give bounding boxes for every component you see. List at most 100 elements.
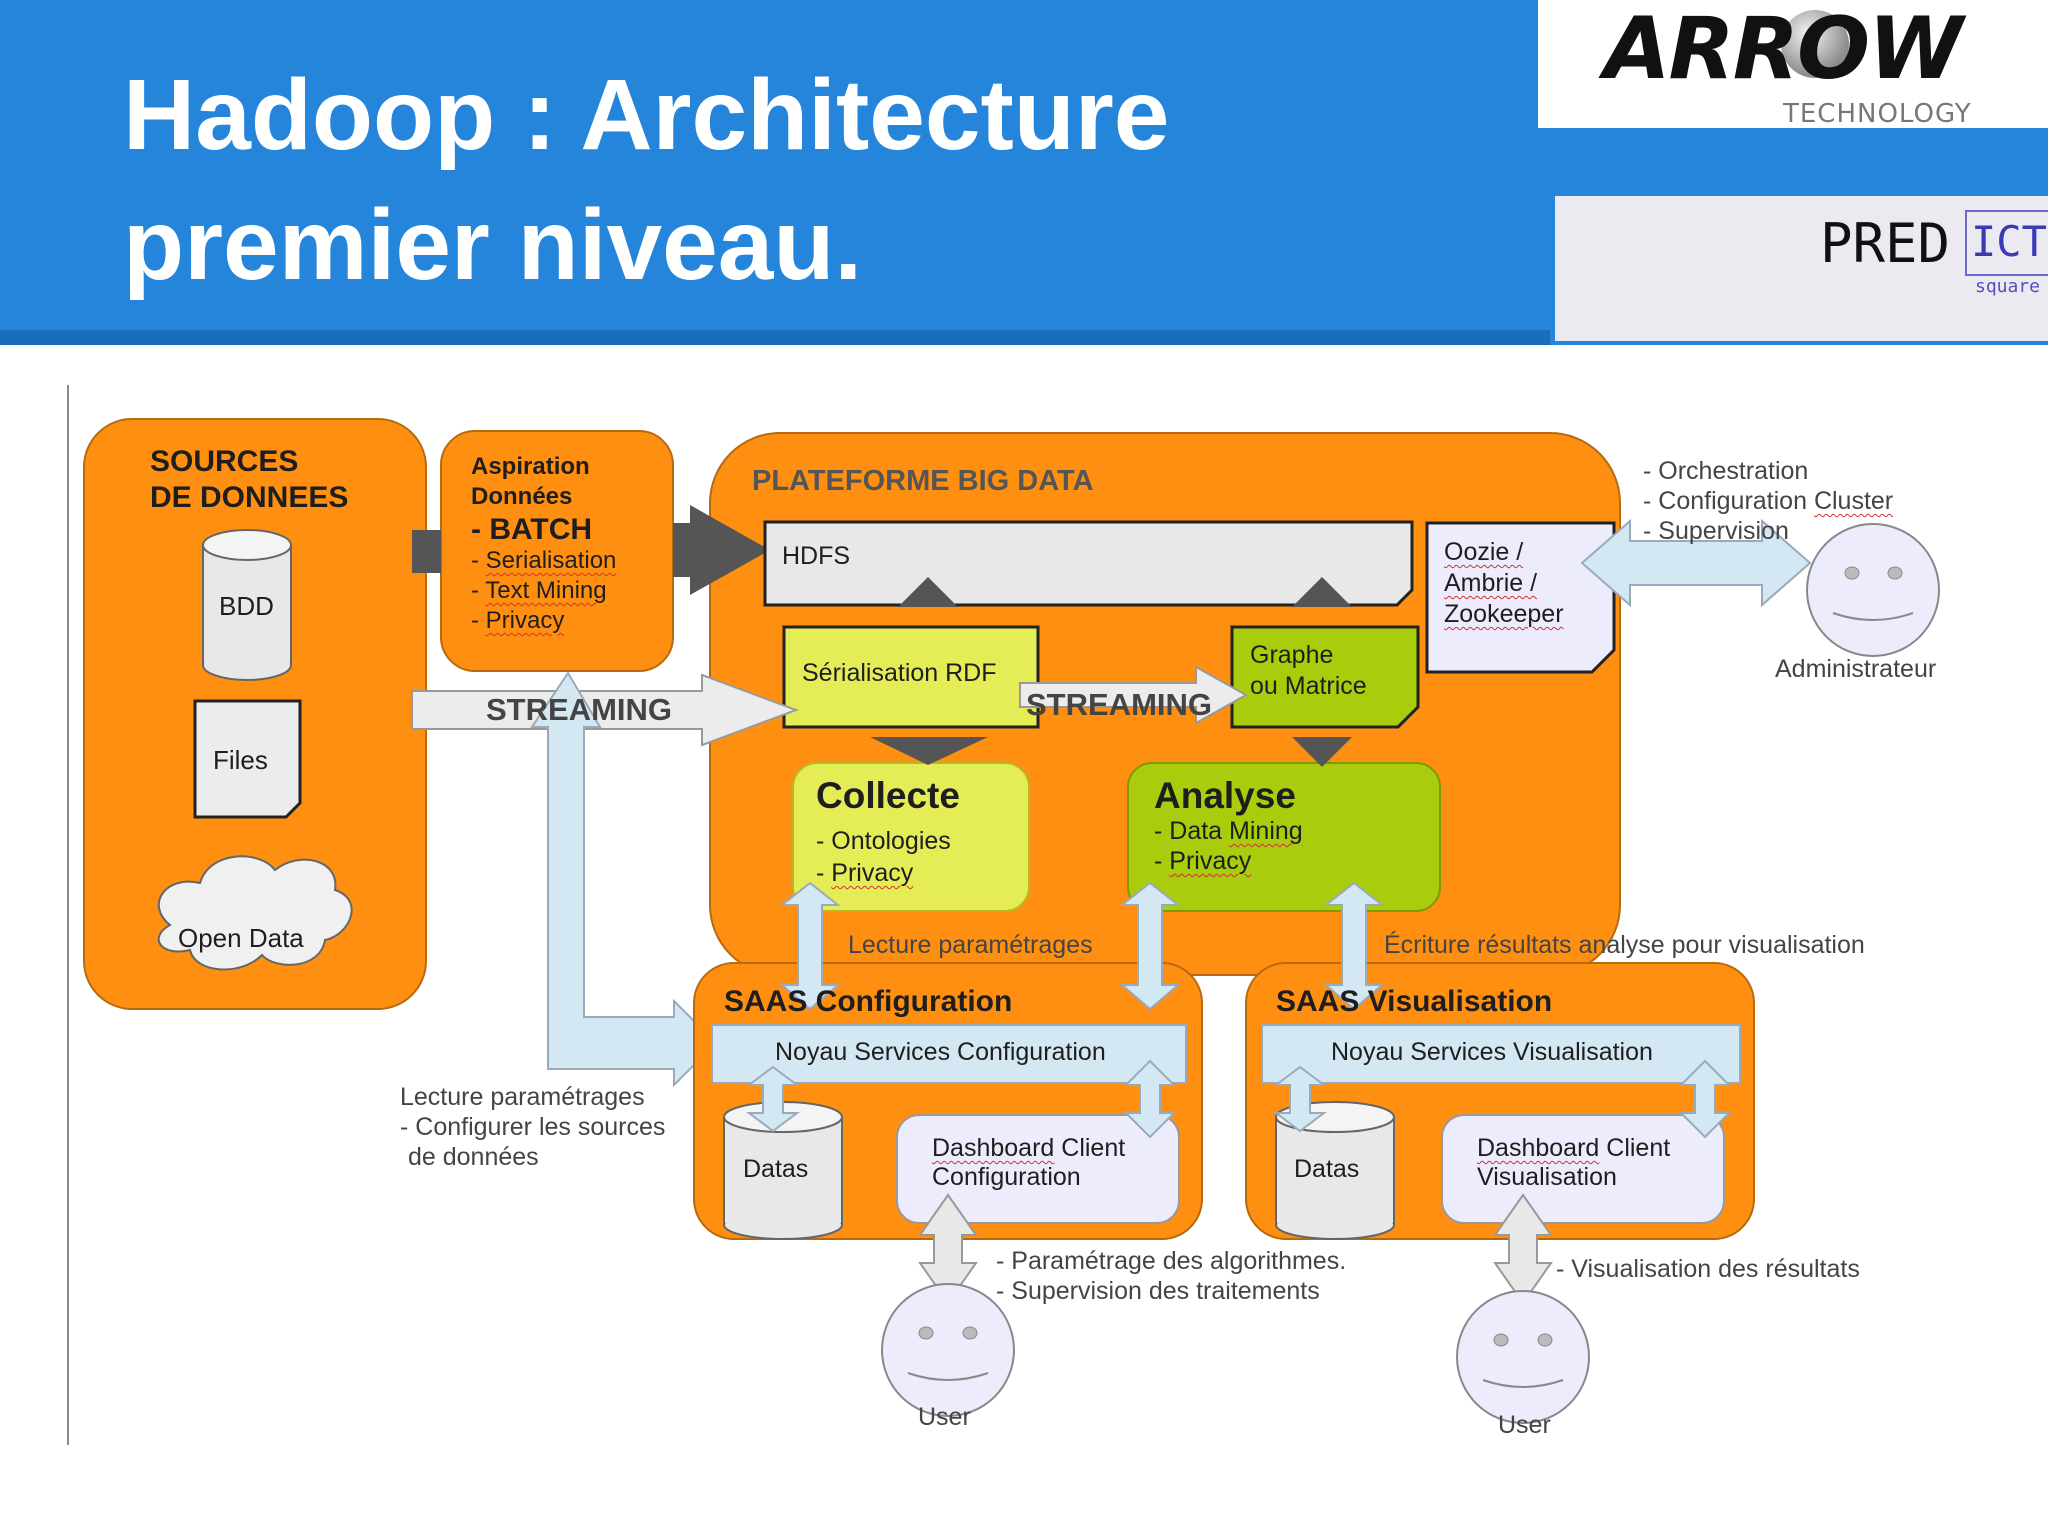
saas-config-title: SAAS Configuration [724, 985, 1013, 1018]
left-note-donnees: de données [408, 1143, 539, 1171]
aspiration-title-line-2: Données [471, 483, 573, 510]
graphe-label-line-1: Graphe [1250, 641, 1334, 669]
plateforme-title: PLATEFORME BIG DATA [752, 465, 1094, 497]
config-user-note-1: - Paramétrage des algorithmes. [996, 1247, 1347, 1275]
oozie-label-line-2: Ambrie / [1444, 569, 1538, 597]
predict-logo-text: PRED [1820, 212, 1951, 275]
diagram-shapes [67, 385, 1940, 1445]
sources-title-line-2: DE DONNEES [150, 481, 349, 514]
saas-visu-title: SAAS Visualisation [1276, 985, 1553, 1018]
analyse-visu-arrow [1323, 881, 1385, 1011]
batch-label: - BATCH [471, 513, 593, 546]
slide-title-line-1: Hadoop : Architecture [123, 59, 1170, 171]
predict-logo-ict: ICT [1965, 210, 2048, 276]
collecte-box [792, 762, 1030, 912]
dashboard-user-visu-arrow [1493, 1193, 1553, 1305]
user-config-label: User [918, 1403, 971, 1431]
arrow-logo-ball [1781, 10, 1849, 78]
hdfs-rdf-arrow-up [898, 577, 958, 607]
oozie-label-line-1: Oozie / [1444, 538, 1524, 566]
noyau-dashboard-config-arrow [1123, 1059, 1177, 1139]
user-visu-avatar [1456, 1290, 1590, 1424]
config-user-note-2: - Supervision des traitements [996, 1277, 1320, 1305]
analyse-title: Analyse [1154, 775, 1296, 816]
streaming-label-inner: STREAMING [1026, 687, 1212, 722]
bdd-label: BDD [219, 591, 274, 621]
visu-user-note-1: - Visualisation des résultats [1556, 1255, 1860, 1283]
noyau-config-label: Noyau Services Configuration [775, 1038, 1106, 1066]
sources-title-line-1: SOURCES [150, 445, 299, 478]
noyau-visu-label: Noyau Services Visualisation [1331, 1038, 1653, 1066]
hdfs-graphe-arrow-up [1292, 577, 1352, 607]
cloud-icon [157, 855, 353, 971]
left-config-arrow [530, 671, 718, 1088]
administrator-avatar [1806, 523, 1940, 657]
dashboard-config-box [896, 1114, 1180, 1224]
datas-visu-cylinder [1275, 1101, 1395, 1240]
collecte-item-privacy: - Privacy [816, 859, 914, 887]
aspiration-item-text-mining: - Text Mining [471, 577, 607, 604]
dashboard-user-config-arrow [918, 1193, 978, 1305]
analyse-item-privacy: - Privacy [1154, 847, 1252, 875]
aspiration-item-privacy: - Privacy [471, 607, 565, 634]
graphe-analyse-arrow-down [1292, 737, 1352, 767]
lecture-parametrages-label: Lecture paramétrages [848, 931, 1093, 959]
architecture-diagram: SOURCES DE DONNEES BDD Files Open Data A… [0, 345, 2048, 1536]
noyau-config-box [711, 1024, 1187, 1084]
slide-title-line-2: premier niveau. [123, 189, 863, 301]
admin-note-configuration: - Configuration Cluster [1643, 487, 1894, 515]
database-icon [202, 529, 292, 681]
analyse-item-data-mining: - Data Mining [1154, 817, 1303, 845]
rdf-box [782, 625, 1040, 729]
rdf-collecte-arrow-down [870, 737, 988, 765]
admin-note-supervision: - Supervision [1643, 517, 1789, 545]
noyau-datas-visu-arrow [1273, 1065, 1327, 1133]
noyau-datas-config-arrow [746, 1065, 800, 1133]
analyse-box [1127, 762, 1441, 912]
arrow-logo-graphic: ARROW TECHNOLOGY [1598, 0, 1972, 129]
streaming-label-main: STREAMING [486, 692, 672, 727]
dashboard-config-label-line-2: Configuration [932, 1163, 1081, 1191]
rdf-label: Sérialisation RDF [802, 659, 997, 687]
arrow-logo-text: ARROW [1598, 0, 1967, 99]
oozie-box [1425, 521, 1616, 674]
open-data-label: Open Data [178, 923, 304, 953]
noyau-dashboard-visu-arrow [1678, 1059, 1732, 1139]
files-document-icon [193, 699, 302, 819]
oozie-label-line-3: Zookeeper [1444, 600, 1564, 628]
header-shadow-bar [0, 330, 1550, 345]
hdfs-label: HDFS [782, 542, 851, 570]
sources-to-aspiration-arrow [412, 530, 441, 573]
files-label: Files [213, 745, 268, 775]
streaming-arrow-inner [1019, 665, 1249, 725]
collecte-item-ontologies: - Ontologies [816, 827, 951, 855]
left-note-lecture: Lecture paramétrages [400, 1083, 645, 1111]
dashboard-visu-box [1441, 1114, 1725, 1224]
administrator-label: Administrateur [1775, 655, 1937, 683]
analyse-config-arrow [1119, 881, 1181, 1011]
streaming-arrow-main [411, 673, 799, 747]
dashboard-visu-label-line-2: Visualisation [1477, 1163, 1617, 1191]
arrow-logo-subtext: TECHNOLOGY [1782, 99, 1972, 128]
collecte-title: Collecte [816, 775, 960, 816]
admin-note-orchestration: - Orchestration [1643, 457, 1809, 485]
user-config-avatar [881, 1283, 1015, 1417]
aspiration-item-serialisation: - Serialisation [471, 547, 617, 574]
left-note-configurer: - Configurer les sources [400, 1113, 666, 1141]
predict-square-logo: PRED ICT square [1555, 196, 2048, 341]
noyau-visu-box [1261, 1024, 1741, 1084]
batch-arrow [673, 505, 770, 595]
ecriture-resultats-label: Écriture résultats analyse pour visualis… [1384, 931, 1865, 959]
datas-config-cylinder [723, 1101, 843, 1240]
predict-logo-subtext: square [1975, 276, 2041, 297]
dashboard-config-label-line-1: Dashboard Client [932, 1134, 1126, 1162]
graphe-box [1230, 625, 1420, 729]
arrow-technology-logo: ARROW TECHNOLOGY [1538, 0, 2048, 129]
datas-config-label: Datas [743, 1155, 809, 1183]
user-visu-label: User [1498, 1411, 1551, 1439]
datas-visu-label: Datas [1294, 1155, 1360, 1183]
dashboard-visu-label-line-1: Dashboard Client [1477, 1134, 1671, 1162]
aspiration-title-line-1: Aspiration [471, 453, 590, 480]
admin-double-arrow [1580, 518, 1812, 608]
graphe-label-line-2: ou Matrice [1250, 672, 1367, 700]
